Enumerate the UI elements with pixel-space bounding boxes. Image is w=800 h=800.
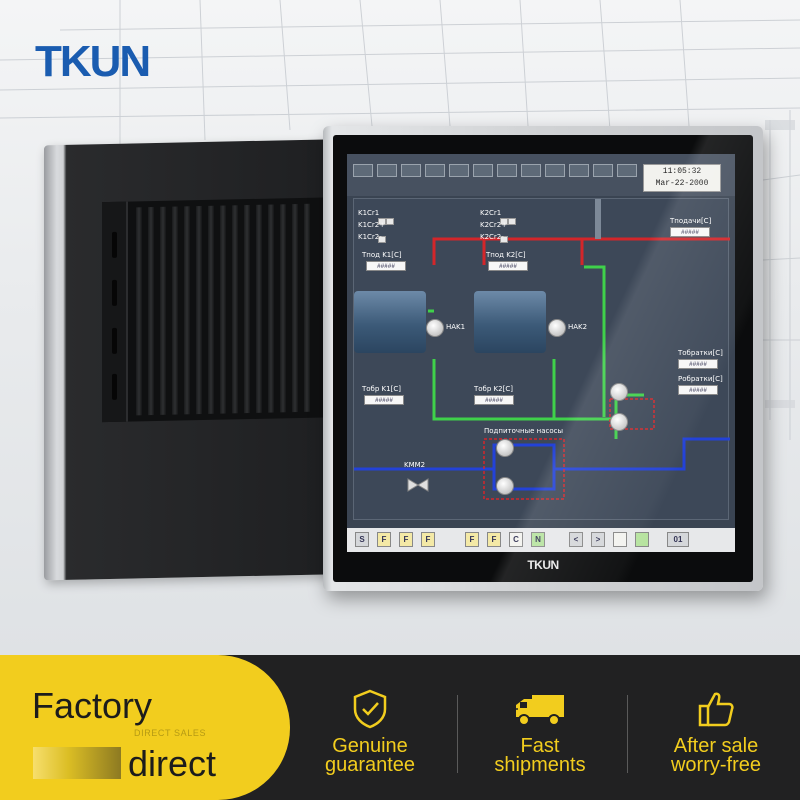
function-key-bar: S F F F F F C N < > 01 (347, 528, 735, 552)
function-button-next[interactable]: > (591, 532, 605, 547)
function-button-f[interactable]: F (421, 532, 435, 547)
divider (457, 695, 458, 773)
value-tpod-k1: ##### (366, 261, 406, 271)
label-nak2: HAK2 (568, 323, 588, 331)
clock-time: 11:05:32 (662, 167, 702, 176)
factory-heading: Factory (32, 685, 153, 726)
feature-after-sale-line1: After sale (673, 735, 759, 757)
function-button-prev[interactable]: < (569, 532, 583, 547)
label-k1c1: K1Cr1 (358, 209, 380, 217)
pump-icon[interactable] (548, 319, 566, 337)
function-button-green[interactable] (635, 532, 649, 547)
pump-icon[interactable] (610, 383, 628, 401)
label-tobratki: Тобратки[C] (678, 349, 723, 357)
label-k1c2m: K1Cr2- (358, 233, 382, 241)
label-k2c1: K2Cr1 (480, 209, 502, 217)
divider (627, 695, 628, 773)
function-button-f[interactable]: F (399, 532, 413, 547)
toolbar-button[interactable] (377, 164, 397, 177)
label-tpodachi: Тподачи[C] (670, 217, 712, 225)
label-tpod-k2: Тпод K2[C] (486, 251, 526, 259)
value-pobratki: ##### (678, 385, 718, 395)
value-tobr-k2: ##### (474, 395, 514, 405)
pipe-network (354, 199, 730, 500)
process-diagram: K1Cr1 K1Cr2+ K1Cr2- K2Cr1 K2Cr2+ K2Cr2- … (353, 198, 730, 520)
label-k2c2m: K2Cr2- (480, 233, 504, 241)
brand-logo: TKUN (35, 37, 151, 86)
feature-banner: Factory DIRECT SALES direct Genuine guar… (0, 655, 800, 800)
function-button-n[interactable]: N (531, 532, 545, 547)
heatsink-rail (102, 201, 128, 423)
clock-display: 11:05:32 Mar-22-2000 (643, 164, 721, 192)
toolbar-button[interactable] (545, 164, 565, 177)
label-pobratki: Робратки[C] (678, 375, 723, 383)
label-tobr-k2: Тобр K2[C] (474, 385, 513, 393)
function-button-f[interactable]: F (487, 532, 501, 547)
clock-date: Mar-22-2000 (655, 179, 709, 188)
value-tobratki: ##### (678, 359, 718, 369)
pump-icon[interactable] (496, 477, 514, 495)
feature-fast-line1: Fast (520, 735, 560, 757)
direct-heading: direct (128, 743, 217, 784)
toolbar-button[interactable] (617, 164, 637, 177)
value-tpodachi: ##### (670, 227, 710, 237)
boiler-tank-2 (474, 291, 546, 353)
label-tpod-k1: Тпод K1[C] (362, 251, 402, 259)
toolbar-button[interactable] (473, 164, 493, 177)
toolbar-button[interactable] (425, 164, 445, 177)
shield-check-icon (353, 689, 387, 729)
function-button-s[interactable]: S (355, 532, 369, 547)
function-button-c[interactable]: C (509, 532, 523, 547)
feature-fast-line2: shipments (494, 754, 586, 776)
value-tpod-k2: ##### (488, 261, 528, 271)
architecture-background (0, 0, 800, 440)
label-k2c2p: K2Cr2+ (480, 221, 508, 229)
label-tobr-k1: Тобр K1[C] (362, 385, 401, 393)
thumbs-up-icon (698, 692, 734, 727)
toolbar-button[interactable] (521, 164, 541, 177)
gradient-stripe (33, 747, 121, 779)
heatsink (102, 197, 324, 423)
toolbar-button[interactable] (593, 164, 613, 177)
function-button-f[interactable]: F (465, 532, 479, 547)
toolbar-button[interactable] (449, 164, 469, 177)
pump-icon[interactable] (496, 439, 514, 457)
function-button-blank[interactable] (613, 532, 627, 547)
label-kmm2: KMM2 (404, 461, 426, 469)
value-tobr-k1: ##### (364, 395, 404, 405)
product-scene: TKUN (0, 0, 800, 655)
scada-top-bar: 11:05:32 Mar-22-2000 (347, 154, 735, 196)
pump-icon[interactable] (426, 319, 444, 337)
feature-after-sale-line2: worry-free (670, 754, 761, 776)
feature-after-sale: After sale worry-free (636, 689, 796, 775)
toolbar-button[interactable] (353, 164, 373, 177)
feature-genuine-line1: Genuine (332, 735, 408, 757)
toolbar-button[interactable] (497, 164, 517, 177)
feature-genuine: Genuine guarantee (290, 689, 450, 775)
function-button-f[interactable]: F (377, 532, 391, 547)
scada-screen: 11:05:32 Mar-22-2000 (347, 154, 735, 552)
direct-sales-caption: DIRECT SALES (134, 728, 207, 738)
monitor-bezel: 11:05:32 Mar-22-2000 (333, 135, 753, 582)
monitor-back-panel (44, 138, 364, 581)
delivery-truck-icon (512, 695, 564, 726)
label-k1c2p: K1Cr2+ (358, 221, 386, 229)
label-nak1: HAK1 (446, 323, 466, 331)
panel-pc-monitor: 11:05:32 Mar-22-2000 (323, 126, 763, 591)
bezel-logo: TKUN (527, 558, 559, 572)
boiler-tank-1 (354, 291, 426, 353)
feature-genuine-line2: guarantee (324, 754, 416, 776)
factory-direct-panel: Factory DIRECT SALES direct (0, 655, 290, 800)
toolbar-button[interactable] (401, 164, 421, 177)
function-button-01[interactable]: 01 (667, 532, 689, 547)
toolbar-button[interactable] (569, 164, 589, 177)
pump-icon[interactable] (610, 413, 628, 431)
feature-fast: Fast shipments (460, 689, 620, 775)
label-podpitochnye: Подпиточные насосы (484, 427, 564, 435)
